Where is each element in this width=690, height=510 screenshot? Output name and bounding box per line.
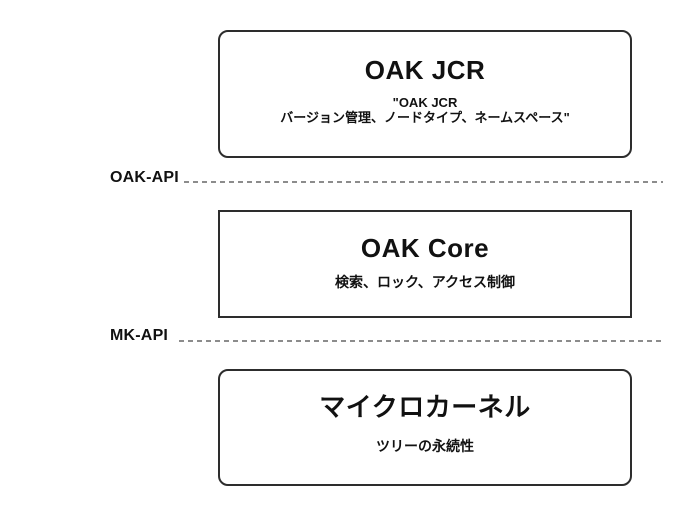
layer-box-oak-core: OAK Core 検索、ロック、アクセス制御	[218, 210, 632, 318]
subtitle-line-2: バージョン管理、ノードタイプ、ネームスペース"	[280, 110, 570, 126]
layer-subtitle-oak-jcr: "OAK JCR バージョン管理、ノードタイプ、ネームスペース"	[220, 95, 630, 126]
dashed-line-mk-api	[179, 340, 663, 342]
layer-title-oak-jcr: OAK JCR	[364, 55, 486, 85]
subtitle-line-1: "OAK JCR	[392, 94, 458, 110]
subtitle-line-1: ツリーの永続性	[376, 437, 474, 454]
layer-subtitle-microkernel: ツリーの永続性	[220, 436, 630, 456]
subtitle-line-1: 検索、ロック、アクセス制御	[334, 273, 516, 290]
layer-title-oak-core: OAK Core	[360, 233, 490, 263]
layer-subtitle-oak-core: 検索、ロック、アクセス制御	[220, 272, 630, 292]
dashed-line-oak-api	[184, 181, 663, 183]
separator-label-oak-api: OAK-API	[110, 169, 179, 186]
layer-box-oak-jcr: OAK JCR "OAK JCR バージョン管理、ノードタイプ、ネームスペース"	[218, 30, 632, 158]
layer-box-microkernel: マイクロカーネル ツリーの永続性	[218, 369, 632, 486]
separator-label-mk-api: MK-API	[110, 327, 169, 344]
layer-title-microkernel: マイクロカーネル	[319, 392, 531, 422]
